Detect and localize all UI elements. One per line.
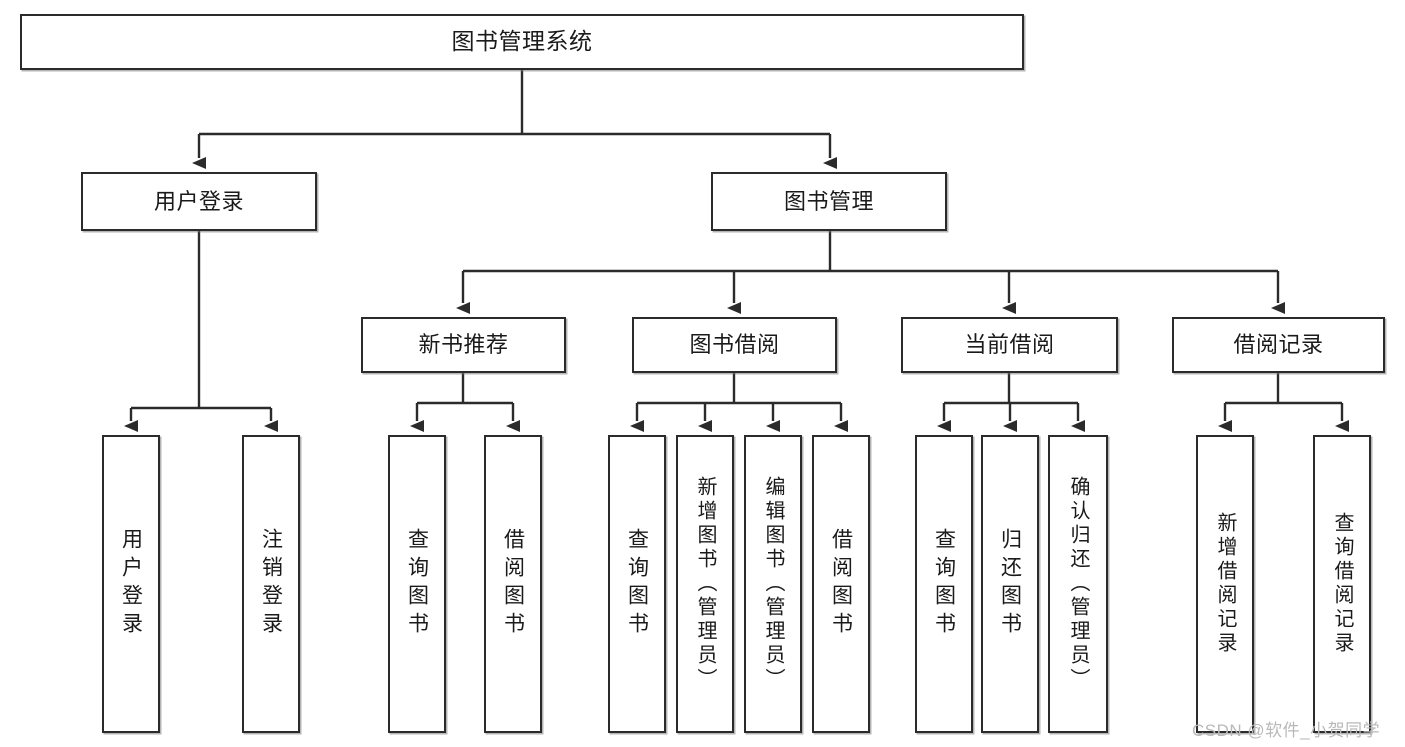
node-leaf-borrow-book-borrow[interactable]: 借阅图书 — [812, 435, 870, 733]
node-label: 归还图书 — [998, 528, 1022, 640]
node-borrow-record[interactable]: 借阅记录 — [1172, 317, 1385, 373]
node-book-borrow[interactable]: 图书借阅 — [632, 317, 837, 373]
node-leaf-borrow-book-recommend[interactable]: 借阅图书 — [484, 435, 542, 733]
node-label: 借阅记录 — [1233, 332, 1324, 358]
node-label: 确认归还（管理员） — [1067, 476, 1089, 692]
node-leaf-add-borrow-record[interactable]: 新增借阅记录 — [1196, 435, 1254, 733]
node-leaf-query-book-current[interactable]: 查询图书 — [915, 435, 973, 733]
node-label: 当前借阅 — [964, 332, 1055, 358]
node-label: 查询图书 — [625, 528, 649, 640]
node-label: 借阅图书 — [829, 528, 853, 640]
node-label: 借阅图书 — [501, 528, 525, 640]
node-label: 图书借阅 — [689, 332, 780, 358]
node-label: 查询借阅记录 — [1331, 512, 1353, 656]
node-label: 图书管理 — [783, 188, 874, 214]
node-label: 查询图书 — [932, 528, 956, 640]
node-leaf-confirm-return-admin[interactable]: 确认归还（管理员） — [1048, 435, 1108, 733]
node-leaf-add-book-admin[interactable]: 新增图书（管理员） — [676, 435, 734, 733]
node-label: 新书推荐 — [418, 332, 509, 358]
node-book-manage[interactable]: 图书管理 — [711, 172, 947, 231]
node-label: 查询图书 — [405, 528, 429, 640]
node-label: 用户登录 — [153, 188, 244, 214]
node-label: 新增借阅记录 — [1214, 512, 1236, 656]
node-current-borrow[interactable]: 当前借阅 — [901, 317, 1118, 373]
node-label: 新增图书（管理员） — [694, 476, 716, 692]
node-leaf-edit-book-admin[interactable]: 编辑图书（管理员） — [744, 435, 802, 733]
node-leaf-query-borrow-record[interactable]: 查询借阅记录 — [1313, 435, 1371, 733]
node-label: 注销登录 — [259, 528, 283, 640]
node-root-system[interactable]: 图书管理系统 — [20, 14, 1024, 70]
node-label: 图书管理系统 — [451, 28, 593, 55]
node-label: 编辑图书（管理员） — [762, 476, 784, 692]
node-new-book-recommend[interactable]: 新书推荐 — [361, 317, 566, 373]
node-leaf-return-book[interactable]: 归还图书 — [981, 435, 1039, 733]
node-leaf-user-login[interactable]: 用户登录 — [102, 435, 160, 733]
node-label: 用户登录 — [119, 528, 143, 640]
node-leaf-query-book-recommend[interactable]: 查询图书 — [388, 435, 446, 733]
node-leaf-query-book-borrow[interactable]: 查询图书 — [608, 435, 666, 733]
node-leaf-user-logout[interactable]: 注销登录 — [242, 435, 300, 733]
node-user-login[interactable]: 用户登录 — [81, 172, 317, 231]
